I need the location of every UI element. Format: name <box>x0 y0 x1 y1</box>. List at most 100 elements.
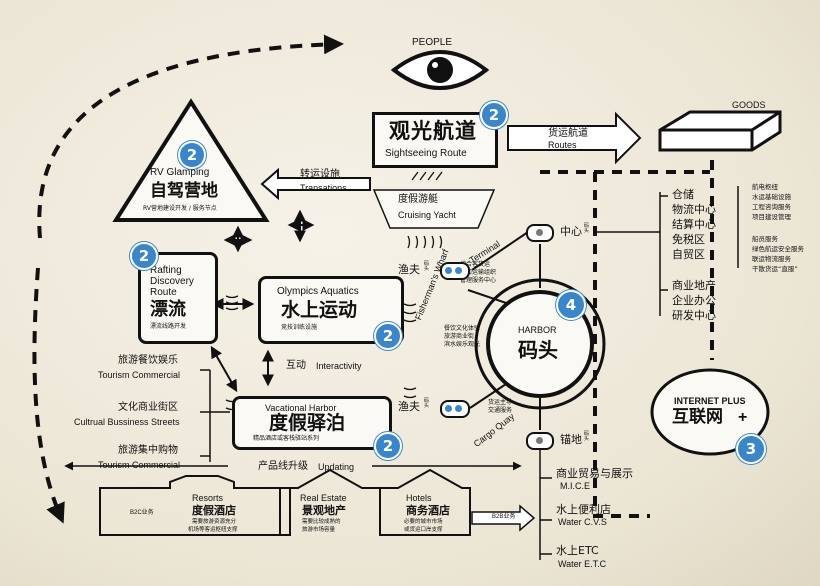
house-resorts-en: Resorts <box>192 493 224 503</box>
services2-1: 船员服务 <box>752 235 778 243</box>
cargo-route-arrow <box>507 111 642 165</box>
terminal-note-3: 管理服务中心 <box>460 277 497 284</box>
aquatics-cn: 水上运动 <box>281 299 358 321</box>
wharf-note-3: 滨水娱乐观光 <box>444 341 481 348</box>
rv-sub: RV营地建设开发 / 服务节点 <box>143 205 217 212</box>
bottom-list-3-cn: 水上ETC <box>556 544 599 557</box>
b2c-label: B2C业务 <box>130 510 154 516</box>
cycle-arrow-top <box>37 34 344 239</box>
center-list-2: 物流中心 <box>672 203 716 216</box>
b2b-arrow <box>471 504 536 532</box>
services2-2: 绿色航运安全服务 <box>752 245 804 253</box>
harbor-cn: 码头 <box>518 338 558 362</box>
house-realestate-en: Real Estate <box>300 493 347 503</box>
wharf-note-1: 餐饮文化体验 <box>444 325 481 332</box>
center-list-3: 结算中心 <box>672 218 716 231</box>
yacht-cn: 度假游艇 <box>398 194 438 205</box>
services1-3: 工程咨询服务 <box>752 203 791 211</box>
house-hotels-sub1: 必要的城市市场 <box>404 519 443 525</box>
fisher1-port-small: 码头 <box>424 261 430 272</box>
terminal-note-1: 综合客货运 <box>460 261 491 268</box>
upgrade-cn: 产品线升级 <box>258 461 308 472</box>
internet-badge: 3 <box>736 434 766 464</box>
sightseeing-box: 观光航道 Sightseeing Route <box>372 112 498 168</box>
rafting-cn: 漂流 <box>150 299 186 320</box>
house-realestate-sub2: 旅游市场容量 <box>302 527 336 533</box>
center-port-small: 码头 <box>584 223 590 234</box>
yacht-en: Cruising Yacht <box>398 210 456 220</box>
harbor-badge: 4 <box>556 290 586 320</box>
yacht-shape <box>372 189 496 229</box>
center-port-label: 中心 <box>560 225 582 238</box>
sightseeing-cn: 观光航道 <box>389 119 477 143</box>
terminal-note-2: 转口运输组织 <box>460 269 497 276</box>
rafting-sub: 漂流线路开发 <box>150 323 187 330</box>
anchor-port-label: 锚地 <box>560 433 582 446</box>
services2-4: 干散货运“直服” <box>752 265 798 273</box>
transfer-arrow <box>260 167 371 201</box>
house-hotels-shape <box>379 468 471 536</box>
left-list-3-cn: 旅游集中购物 <box>118 445 178 456</box>
cargo-route-en: Routes <box>548 140 577 150</box>
cycle-arrow-bottom <box>32 267 65 524</box>
upgrade-en: Updating <box>318 462 355 472</box>
internet-oval <box>650 368 770 456</box>
left-list-2-en: Cultrual Bussiness Streets <box>74 417 180 427</box>
business-list-2: 企业办公 <box>672 294 716 307</box>
center-port-pill <box>526 224 554 242</box>
bottom-list-2-en: Water C.V.S <box>558 517 607 527</box>
house-realestate-sub1: 需要比较成熟的 <box>302 519 341 525</box>
house-realestate-cn: 景观地产 <box>302 504 346 517</box>
left-list-1-cn: 旅游餐饮娱乐 <box>118 355 178 366</box>
fisher2-port-label: 渔夫 <box>398 400 420 413</box>
house-resorts-sub1: 需要旅游资源充分 <box>192 519 237 525</box>
sightseeing-en: Sightseeing Route <box>385 148 467 159</box>
business-list-1: 商业地产 <box>672 279 716 292</box>
sightseeing-badge: 2 <box>480 101 508 129</box>
aquatics-sub: 竞技训练设施 <box>281 324 318 331</box>
center-list-5: 自贸区 <box>672 248 705 261</box>
bottom-list-1-cn: 商业贸易与展示 <box>556 467 633 480</box>
bottom-list-3-en: Water E.T.C <box>558 559 607 569</box>
left-list-1-en: Tourism Commercial <box>98 370 181 380</box>
vharbor-sub: 精品酒店或客栈驿站系列 <box>253 435 320 442</box>
anchor-port-small: 码头 <box>584 431 590 442</box>
services1-1: 航电枢纽 <box>752 183 778 191</box>
center-list-1: 仓储 <box>672 188 694 201</box>
left-list-2-cn: 文化商业街区 <box>118 402 178 413</box>
fisher2-port-small: 码头 <box>424 398 430 409</box>
aquatics-en: Olympics Aquatics <box>277 286 359 297</box>
rafting-badge: 2 <box>130 242 158 270</box>
interact-en: Interactivity <box>316 361 362 371</box>
fisher1-port-label: 渔夫 <box>398 263 420 276</box>
left-list-3-en: Tourism Commercial <box>98 460 181 470</box>
house-resorts-cn: 度假酒店 <box>192 504 236 517</box>
transfer-cn: 转运设施 <box>300 169 340 180</box>
cargo-route-cn: 货运航道 <box>548 128 588 139</box>
bottom-list-2-cn: 水上便利店 <box>556 503 611 516</box>
business-list-3: 研发中心 <box>672 309 716 322</box>
vharbor-box: Vacational Harbor 度假驿泊 精品酒店或客栈驿站系列 <box>232 396 392 450</box>
services2-3: 联运物流服务 <box>752 255 791 263</box>
bottom-list-1-en: M.I.C.E <box>560 481 591 491</box>
rv-cn: 自驾营地 <box>150 181 218 201</box>
house-resorts-sub2: 机场等客运枢纽支撑 <box>188 527 238 533</box>
harbor-outer-ring <box>474 278 606 410</box>
house-hotels-en: Hotels <box>406 493 432 503</box>
transfer-en: Transations <box>300 183 347 193</box>
internet-cn: 互联网 <box>672 407 723 427</box>
services1-4: 项目建设管理 <box>752 213 791 221</box>
vharbor-badge: 2 <box>374 432 402 460</box>
internet-plus-icon: + <box>738 409 748 426</box>
fisher1-port-pill <box>440 262 470 280</box>
cargo-note-1: 货运主导 <box>488 399 513 406</box>
fisher2-port-pill <box>440 400 470 418</box>
goods-label: GOODS <box>732 100 766 110</box>
services1-2: 水运基础设施 <box>752 193 791 201</box>
rv-badge: 2 <box>178 141 206 169</box>
b2b-label: B2B业务 <box>492 514 516 520</box>
